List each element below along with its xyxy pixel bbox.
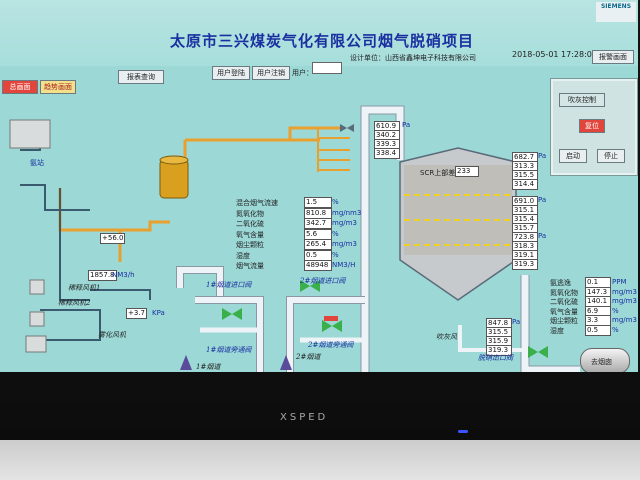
equipment-label: 稀释风机2 [58,299,91,307]
outlet-label: 氧气含量 [550,307,578,316]
trend-button[interactable]: 趋势画面 [40,80,76,94]
blower-label: 吹灰风 [436,333,457,341]
outlet-unit: % [612,306,619,315]
mix-gas-unit: mg/nm3 [332,208,362,217]
pressure-readout: +3.7 [126,308,148,319]
mix-gas-unit: NM3/H [332,261,356,269]
mix-gas-value: 48948 [304,260,332,271]
scr-pressure-value: 319.3 [486,345,512,356]
scr-pressure-unit: Pa [512,318,521,326]
scr-diff-label: SCR上部差压 [420,169,463,177]
outlet-unit: mg/m3 [612,297,637,305]
monitor-logo: XSPED [280,412,329,423]
mix-gas-value: 1.5 [304,197,332,208]
siemens-logo: SIEMENS [596,2,636,22]
valve-label: 1#烟道旁通阀 [206,346,252,354]
chimney-label: 去烟囱 [591,358,612,366]
outlet-unit: mg/m3 [612,287,637,296]
start-button[interactable]: 启动 [559,149,587,163]
design-unit-label: 设计单位：山西省鑫坤电子科技有限公司 [350,54,476,62]
power-led [458,430,468,433]
ammonia-station-label: 氨站 [30,159,44,167]
outlet-unit: mg/m3 [612,316,637,324]
mix-gas-label: 烟尘颗粒 [236,241,264,249]
hmi-screen: SIEMENS 太原市三兴煤炭气化有限公司烟气脱硝项目 设计单位：山西省鑫坤电子… [0,0,640,372]
nozzle-pressure-value: 338.4 [374,148,400,159]
page-title: 太原市三兴煤炭气化有限公司烟气脱硝项目 [170,32,475,50]
header-band [0,0,638,66]
outlet-unit: PPM [612,278,627,286]
outlet-unit: % [612,325,619,334]
flow-unit: NM3/h [112,271,135,279]
temp-readout: +56.0 [100,233,126,244]
chimney: 去烟囱 [580,348,630,372]
mix-gas-label: 氮氧化物 [236,209,264,218]
mix-gas-unit: % [332,229,339,238]
user-field[interactable] [312,62,342,74]
flue-label: 2#烟道 [296,353,321,361]
nozzle-unit: Pa [402,121,411,129]
scr-pressure-unit: Pa [538,196,547,204]
soot-blowing-panel: 吹灰控制 复位 启动 停止 [550,78,638,176]
valve-label: 1#烟道进口阀 [206,281,252,289]
equipment-label: 雾化风机 [98,331,126,339]
mix-gas-value: 342.7 [304,218,332,229]
reset-button[interactable]: 复位 [579,119,605,133]
user-logout-button[interactable]: 用户注销 [252,66,290,80]
scr-diff-value: 233 [455,166,479,177]
datetime-display: 2018-05-01 17:28:08 [512,50,597,59]
outlet-label: 氨逃逸 [550,279,571,287]
scr-pressure-unit: Pa [538,152,547,160]
flue-label: 1#烟道 [196,363,221,371]
background-wall [0,440,640,480]
mix-gas-value: 5.6 [304,228,332,240]
mix-gas-unit: % [332,250,339,259]
overview-button[interactable]: 总画面 [2,80,38,94]
alarm-screen-button[interactable]: 报警画面 [592,50,634,64]
stop-button[interactable]: 停止 [597,149,625,163]
mix-gas-unit: mg/m3 [332,219,357,227]
mix-gas-unit: mg/m3 [332,240,357,248]
mix-gas-value: 265.4 [304,239,332,250]
outlet-label: 烟尘颗粒 [550,317,578,325]
mix-gas-label: 二氧化硫 [236,220,264,228]
mix-gas-label: 混合烟气流速 [236,199,278,207]
mix-gas-label: 烟气流量 [236,262,264,270]
valve-label: 脱硝出口阀 [478,354,513,362]
valve-label: 2#烟道旁通阀 [308,341,354,349]
mix-gas-unit: % [332,198,339,206]
mix-gas-value: 810.8 [304,207,332,219]
process-diagram [9,105,580,372]
panel-title: 吹灰控制 [559,93,605,107]
flow-readout: 1857.8 [88,270,117,281]
mix-gas-value: 0.5 [304,249,332,261]
mix-gas-label: 湿度 [236,251,250,260]
valve-label: 2#烟道进口阀 [300,277,346,285]
equipment-label: 稀释风机1 [68,284,101,292]
outlet-label: 湿度 [550,326,564,335]
user-login-button[interactable]: 用户登陆 [212,66,250,80]
report-button[interactable]: 报表查询 [118,70,164,84]
mix-gas-label: 氧气含量 [236,230,264,239]
user-label: 用户： [292,69,313,77]
scr-pressure-value: 319.3 [512,259,538,270]
scr-pressure-value: 314.4 [512,179,538,190]
scr-pressure-unit: Pa [538,232,547,240]
outlet-label: 二氧化硫 [550,298,578,306]
pressure-unit: KPa [152,309,165,317]
outlet-value: 0.5 [585,324,611,336]
outlet-label: 氮氧化物 [550,288,578,297]
